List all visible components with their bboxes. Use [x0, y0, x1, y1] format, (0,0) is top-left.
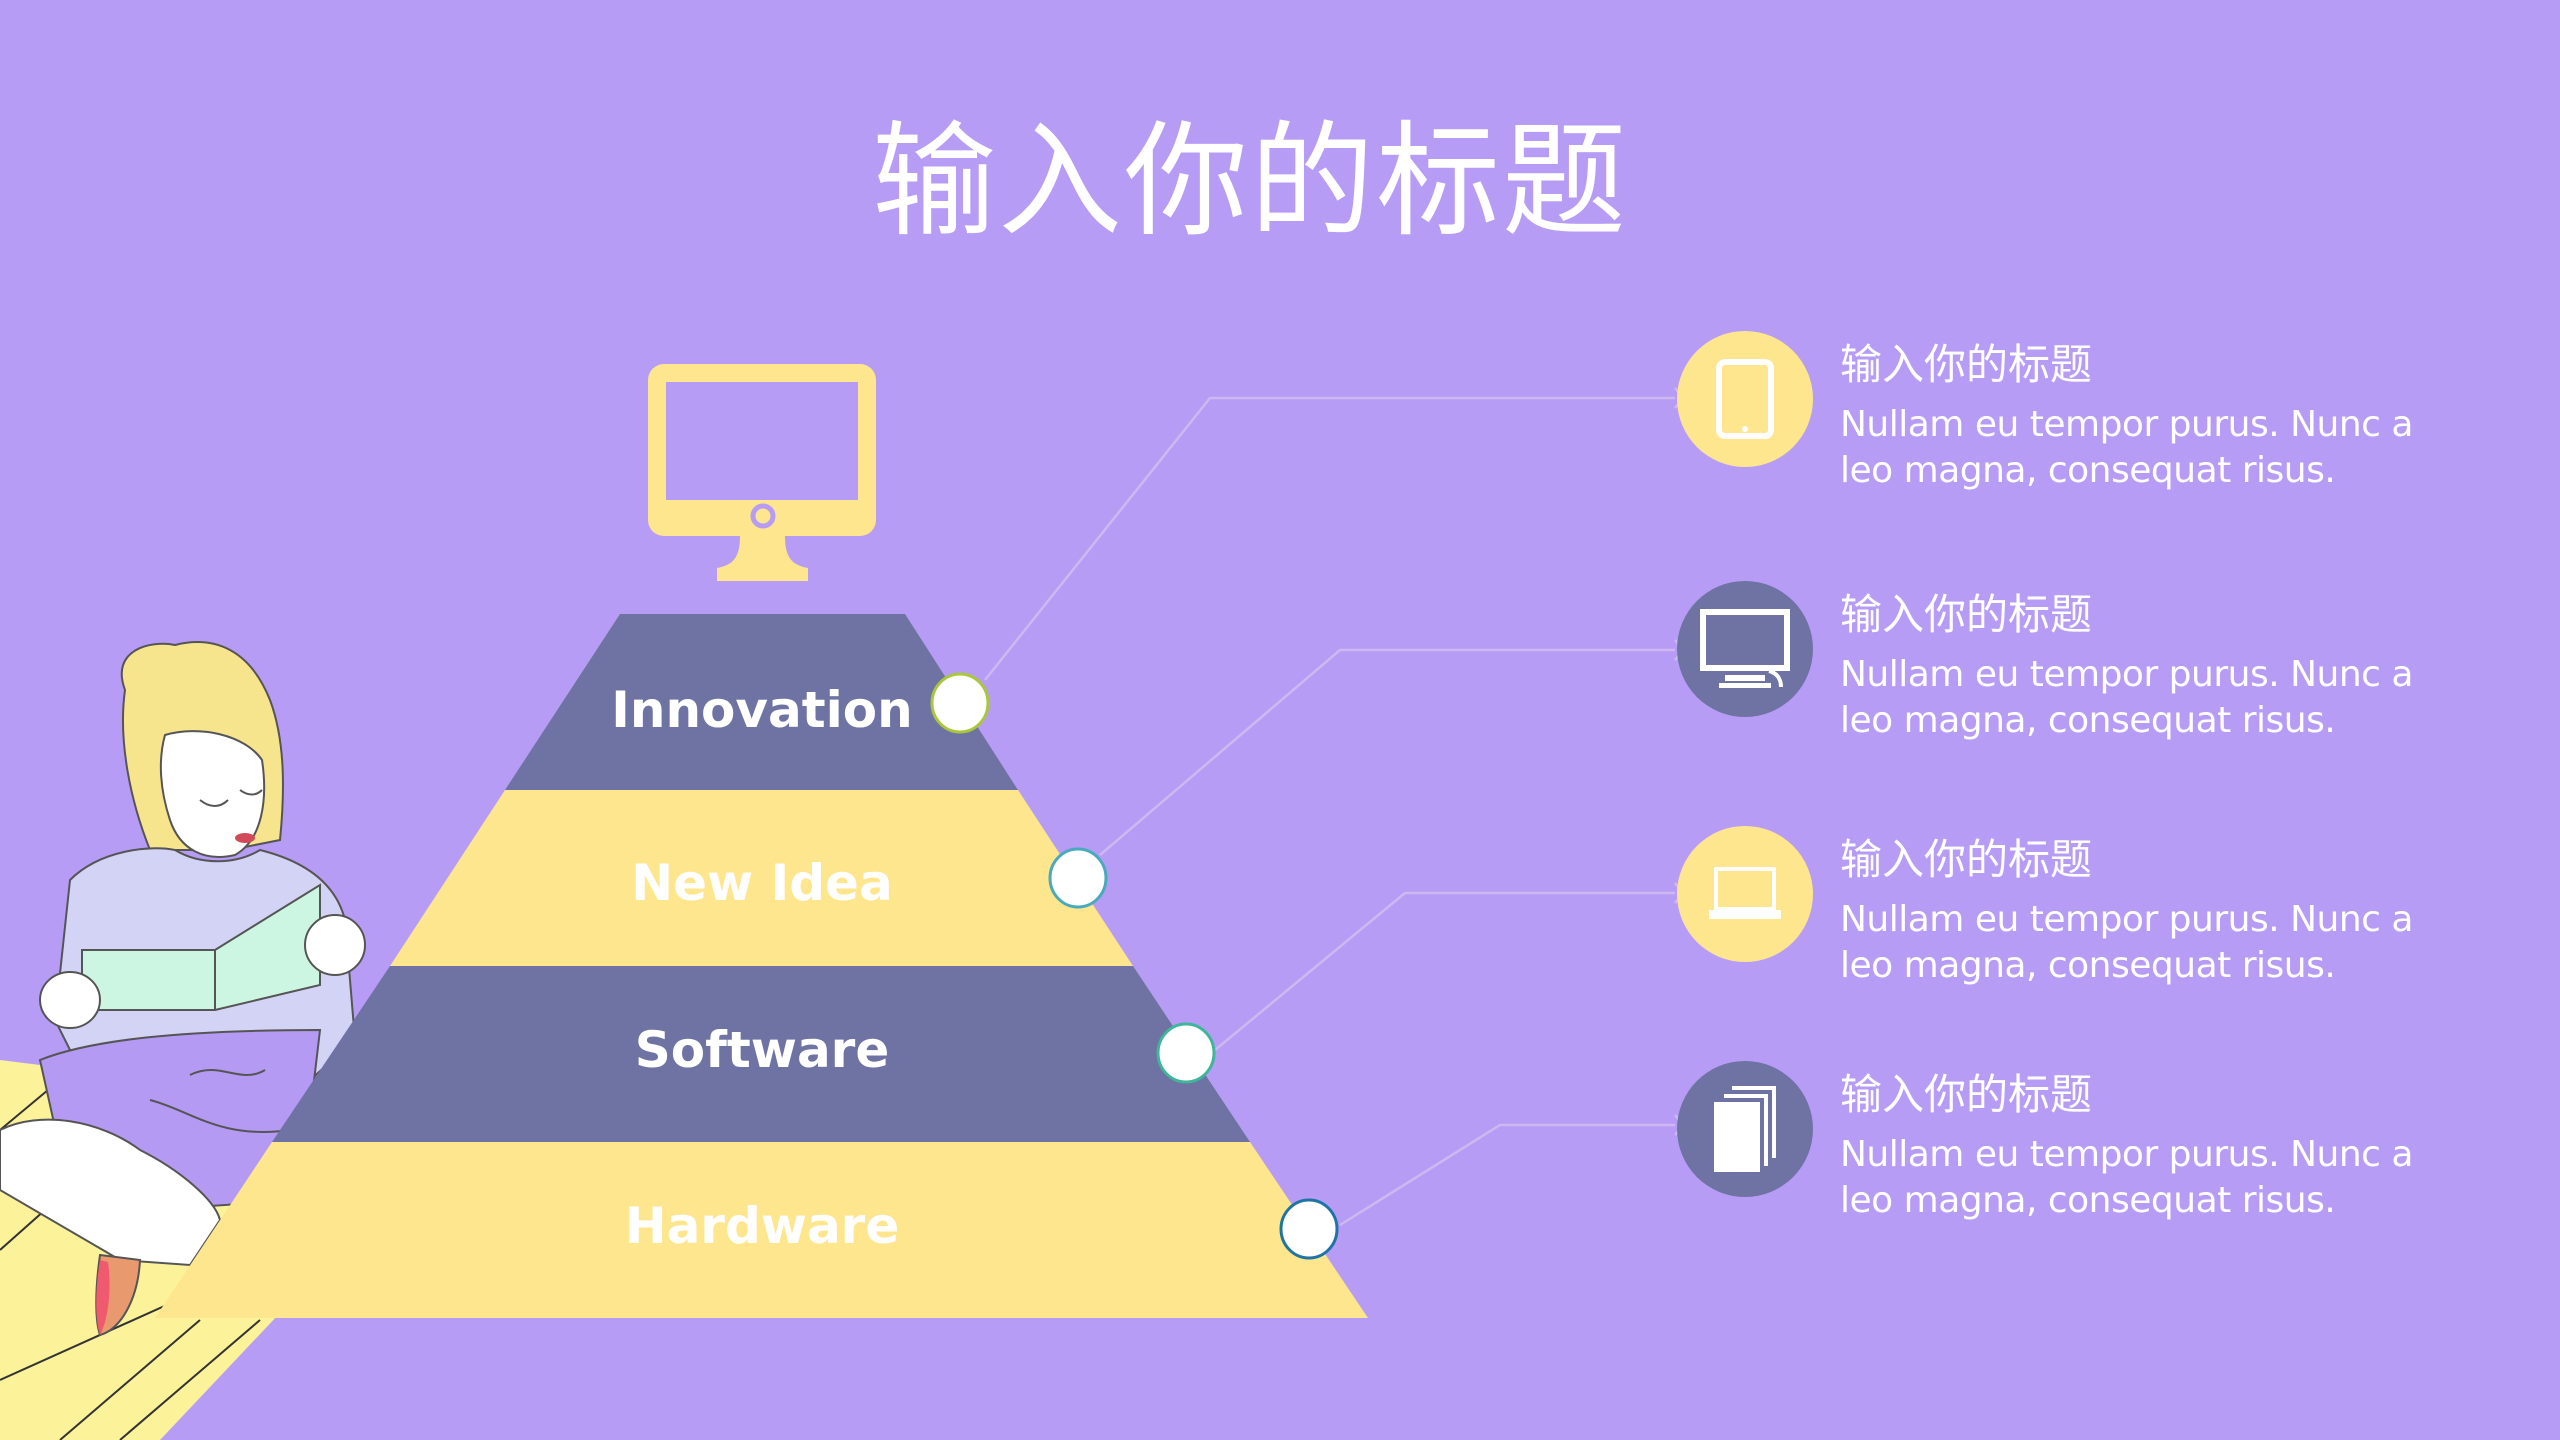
- tier-label-software: Software: [634, 1021, 890, 1079]
- pyramid-tier-new-idea: [390, 790, 1133, 966]
- item-body: Nullam eu tempor purus. Nunc a leo magna…: [1840, 402, 2460, 494]
- monitor-icon: [1700, 609, 1790, 688]
- item-body: Nullam eu tempor purus. Nunc a leo magna…: [1840, 652, 2460, 744]
- item-body-line: Nullam eu tempor purus. Nunc a: [1840, 404, 2413, 445]
- item-body-line: leo magna, consequat risus.: [1840, 700, 2336, 741]
- tier-label-innovation: Innovation: [611, 681, 913, 739]
- item-heading: 输入你的标题: [1840, 340, 2093, 389]
- item-body: Nullam eu tempor purus. Nunc a leo magna…: [1840, 897, 2460, 989]
- item-body-line: leo magna, consequat risus.: [1840, 450, 2336, 491]
- connector-node-hardware: [1279, 1198, 1339, 1260]
- tier-label-hardware: Hardware: [624, 1197, 900, 1255]
- item-icon-circle: [1677, 1061, 1813, 1197]
- item-heading: 输入你的标题: [1840, 835, 2093, 884]
- item-heading: 输入你的标题: [1840, 590, 2093, 639]
- laptop-icon: [1709, 867, 1781, 919]
- pyramid-tier-software: [272, 966, 1250, 1142]
- slide-title: 输入你的标题: [871, 110, 1628, 254]
- desktop-monitor-icon: [648, 364, 876, 581]
- item-body-line: Nullam eu tempor purus. Nunc a: [1840, 899, 2413, 940]
- pyramid-tier-innovation: [505, 614, 1018, 790]
- connector-node-new-idea: [1048, 847, 1108, 909]
- item-body-line: leo magna, consequat risus.: [1840, 1180, 2336, 1221]
- tier-label-new-idea: New Idea: [631, 854, 893, 912]
- documents-icon: [1714, 1086, 1776, 1172]
- item-icon-circle: [1677, 826, 1813, 962]
- item-heading: 输入你的标题: [1840, 1070, 2093, 1119]
- item-body-line: Nullam eu tempor purus. Nunc a: [1840, 1134, 2413, 1175]
- pyramid-tier-hardware: [155, 1142, 1368, 1318]
- item-body-line: Nullam eu tempor purus. Nunc a: [1840, 654, 2413, 695]
- connector-node-software: [1156, 1022, 1216, 1084]
- connector-node-innovation: [930, 672, 990, 734]
- item-icon-circle: [1677, 581, 1813, 717]
- item-body: Nullam eu tempor purus. Nunc a leo magna…: [1840, 1132, 2460, 1224]
- item-icon-circle: [1677, 331, 1813, 467]
- tablet-icon: [1716, 359, 1774, 439]
- item-body-line: leo magna, consequat risus.: [1840, 945, 2336, 986]
